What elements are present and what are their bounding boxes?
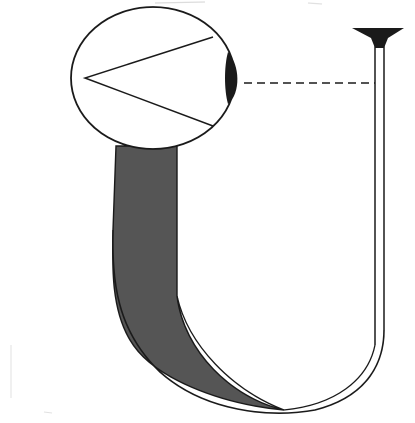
u-curve-inner-right <box>284 345 375 410</box>
dark-lens <box>225 52 237 104</box>
scan-artifact-top-right <box>308 3 322 4</box>
scan-artifact-bottom <box>44 412 52 413</box>
shaded-band <box>113 146 284 410</box>
right-tube-funnel <box>352 28 404 48</box>
head-ellipse <box>71 7 235 149</box>
scan-artifact-top <box>155 2 205 3</box>
